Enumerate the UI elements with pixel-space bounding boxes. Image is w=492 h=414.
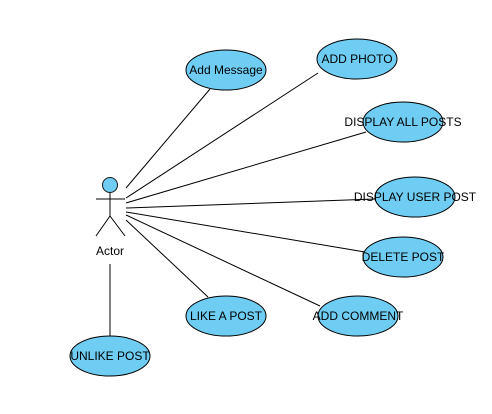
use-case-label: ADD PHOTO <box>321 52 392 66</box>
use-case-display-all-posts[interactable]: DISPLAY ALL POSTS <box>344 101 462 143</box>
use-case-ellipse <box>362 236 444 278</box>
actor-right-leg <box>109 215 126 237</box>
association-add-message <box>125 88 211 189</box>
actor-left-leg <box>95 215 111 237</box>
association-add-comment <box>125 214 321 307</box>
use-case-ellipse <box>317 295 399 337</box>
association-like-a-post <box>125 219 209 298</box>
use-case-ellipse <box>316 38 398 80</box>
use-case-unlike-post[interactable]: UNLIKE POST <box>69 335 151 377</box>
use-case-label: DISPLAY USER POST <box>354 190 477 204</box>
use-case-add-photo[interactable]: ADD PHOTO <box>316 38 398 80</box>
use-case-ellipse <box>374 176 456 218</box>
use-case-label: DISPLAY ALL POSTS <box>344 115 461 129</box>
use-case-add-comment[interactable]: ADD COMMENT <box>313 295 404 337</box>
use-case-ellipse <box>69 335 151 377</box>
use-case-label: UNLIKE POST <box>70 349 150 363</box>
use-case-ellipse <box>185 49 267 91</box>
use-case-label: DELETE POST <box>362 250 445 264</box>
actor-head-icon <box>102 177 118 193</box>
association-display-all-posts <box>125 131 367 204</box>
use-case-delete-post[interactable]: DELETE POST <box>362 236 445 278</box>
association-delete-post <box>125 211 366 253</box>
use-case-display-user-post[interactable]: DISPLAY USER POST <box>354 176 477 218</box>
association-display-user-post <box>125 198 376 209</box>
actor-label: Actor <box>96 244 124 258</box>
use-case-label: LIKE A POST <box>190 309 263 323</box>
use-case-like-a-post[interactable]: LIKE A POST <box>185 295 267 337</box>
association-add-photo <box>125 72 319 199</box>
use-case-label: Add Message <box>189 63 263 77</box>
association-lines <box>109 72 376 336</box>
use-case-ellipse <box>185 295 267 337</box>
use-case-label: ADD COMMENT <box>313 309 404 323</box>
actor <box>95 177 126 237</box>
use-case-add-message[interactable]: Add Message <box>185 49 267 91</box>
use-case-ellipse <box>362 101 444 143</box>
